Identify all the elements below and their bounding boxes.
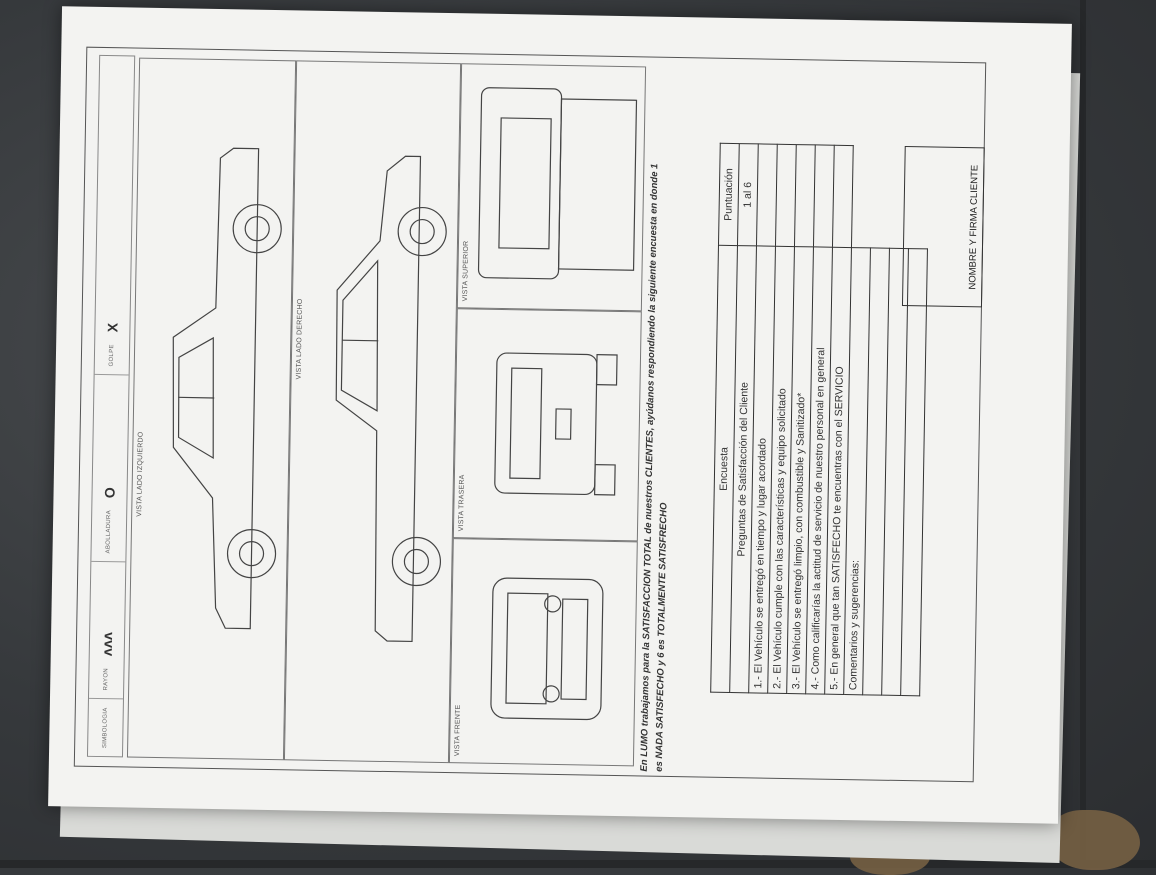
legend-abolladura: ABOLLADURA O [91,374,129,562]
seat-seam [0,860,1156,868]
pickup-rear-drawing [494,352,618,496]
pickup-right-side-drawing [335,155,447,643]
right-side-view: VISTA LADO DERECHO [283,60,462,764]
top-view: VISTA SUPERIOR [456,63,647,312]
pickup-left-side-drawing [172,147,282,630]
score-header: Puntuación [718,143,740,246]
score-cell[interactable] [794,144,816,248]
inspection-form: SIMBOLOGIA RAYON ʌʌʌ ABOLLADURA O GOLPE X V… [48,6,1072,824]
score-cell[interactable] [813,144,835,248]
seat-seam [1080,0,1086,868]
dent-symbol-icon: O [101,486,118,499]
legend-title-text: SIMBOLOGIA [102,707,109,749]
legend-rayon: RAYON ʌʌʌ [88,561,126,699]
score-cell[interactable] [756,143,778,247]
score-cell[interactable] [832,145,854,248]
legend-label: GOLPE [108,344,116,367]
signature-label: NOMBRE Y FIRMA CLIENTE [967,164,981,290]
legend-label: RAYON [103,667,110,691]
signature-box[interactable]: NOMBRE Y FIRMA CLIENTE [901,145,985,308]
pickup-top-drawing [477,87,638,280]
left-side-view: VISTA LADO IZQUIERDO [126,57,297,761]
score-cell[interactable] [775,144,797,247]
legend-title: SIMBOLOGIA [87,698,123,757]
legend-label: ABOLLADURA [105,510,113,554]
score-range: 1 al 6 [737,143,759,247]
legend-golpe: GOLPE X [95,198,132,375]
hit-symbol-icon: X [104,322,121,333]
scratch-symbol-icon: ʌʌʌ [98,631,116,657]
front-view: VISTA FRENTE [448,538,638,767]
leaf [1050,810,1140,870]
rear-view: VISTA TRASERA [452,308,642,542]
pickup-front-drawing [490,577,604,721]
